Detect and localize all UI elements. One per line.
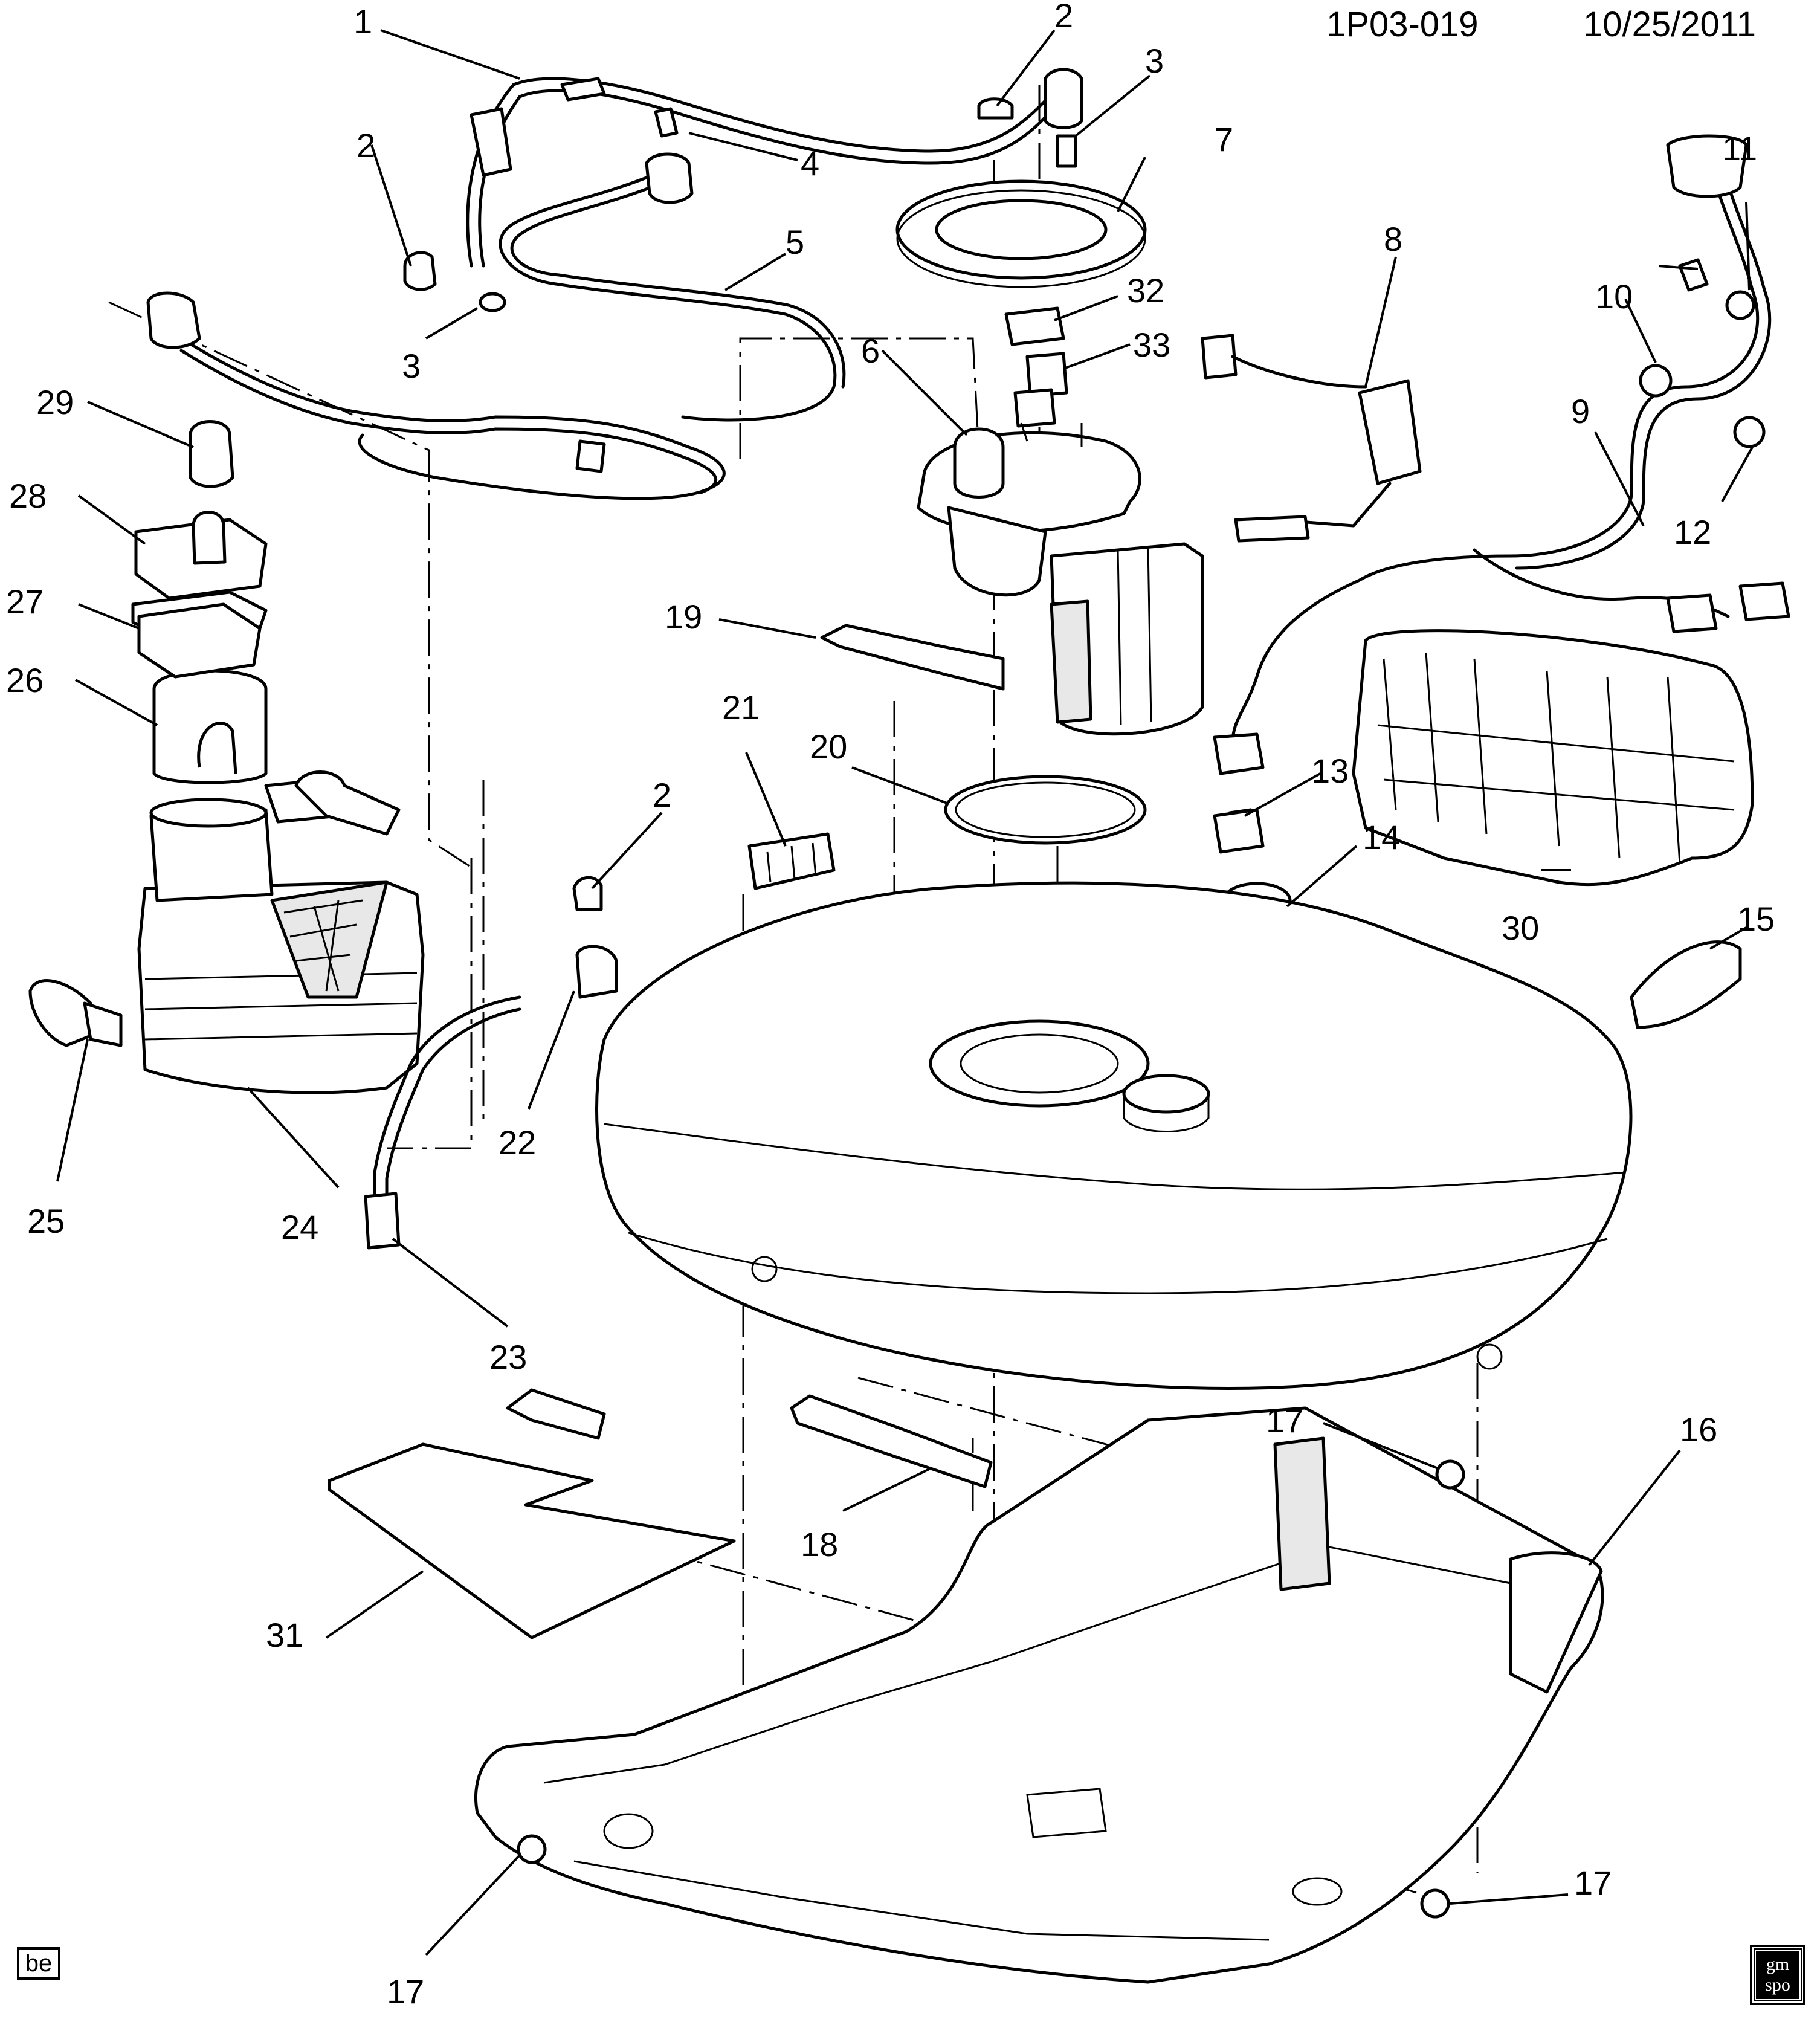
callout-26: 26: [6, 661, 44, 699]
leader-lines: [56, 29, 1754, 1956]
callout-29: 29: [36, 383, 74, 421]
callout-27: 27: [6, 583, 44, 621]
logo-line-2: spo: [1765, 1975, 1790, 1995]
callout-2-mid: 2: [653, 776, 671, 814]
callout-17-mid: 17: [1266, 1401, 1303, 1439]
vent-hose: [364, 945, 618, 1250]
callout-11: 11: [1722, 129, 1757, 167]
callout-15: 15: [1737, 900, 1775, 938]
callout-31: 31: [266, 1616, 303, 1654]
harness-clips: [1639, 258, 1766, 448]
callout-23: 23: [489, 1338, 527, 1376]
callout-24: 24: [281, 1208, 318, 1246]
callout-2-top: 2: [1054, 0, 1073, 34]
callout-3-top: 3: [1145, 42, 1164, 80]
callout-10: 10: [1595, 277, 1633, 315]
callout-25: 25: [27, 1202, 65, 1240]
vent-valve: [28, 979, 123, 1047]
callout-13: 13: [1311, 752, 1349, 790]
tank-strap-shield: [474, 1406, 1604, 1984]
drawing-id: 1P03-019: [1326, 5, 1479, 44]
callout-17-left: 17: [387, 1972, 424, 2011]
callout-9: 9: [1571, 392, 1590, 430]
callout-4: 4: [801, 144, 819, 183]
callout-6: 6: [861, 332, 880, 370]
gm-spo-logo: gm spo: [1750, 1945, 1805, 2005]
fuel-level-sender: [1201, 334, 1422, 543]
callout-1: 1: [353, 2, 372, 40]
evap-vapor-line: [146, 152, 846, 500]
callout-2-left: 2: [357, 126, 375, 164]
callout-8: 8: [1384, 220, 1402, 258]
callout-16: 16: [1680, 1410, 1717, 1449]
fuel-pump-module: [917, 422, 1204, 736]
callout-19: 19: [665, 598, 702, 636]
drawing-date: 10/25/2011: [1583, 5, 1756, 44]
callout-labels: 1 2 2 2 3 3 4 5 6 7 8 9 10 11 12 13 14 1…: [6, 0, 1775, 2011]
callout-18: 18: [801, 1525, 838, 1563]
callout-12: 12: [1674, 513, 1711, 551]
view-code-label: be: [17, 1947, 60, 1980]
callout-20: 20: [810, 728, 847, 766]
fuel-feed-line: [466, 68, 1083, 268]
callout-5: 5: [786, 223, 804, 261]
callout-28: 28: [9, 477, 47, 515]
insulator-pads: [790, 624, 1742, 1488]
nut-fasteners: [517, 1459, 1465, 1919]
line-bracket: [747, 832, 836, 890]
pump-connectors: [1004, 306, 1068, 428]
callout-7: 7: [1215, 120, 1233, 158]
callout-30: 30: [1502, 909, 1539, 947]
callout-3-left: 3: [402, 347, 421, 385]
evap-canister: [131, 420, 425, 1094]
fuel-tank: [595, 881, 1633, 1390]
heat-shield: [1352, 629, 1754, 887]
callout-22: 22: [499, 1123, 536, 1161]
logo-line-1: gm: [1766, 1954, 1790, 1974]
wiring-harness: [1213, 134, 1790, 775]
callout-17-right: 17: [1574, 1864, 1612, 1902]
pump-seal: [944, 775, 1147, 845]
lock-ring: [895, 179, 1147, 288]
callout-32: 32: [1127, 271, 1164, 309]
callout-21: 21: [722, 688, 760, 726]
callout-14: 14: [1363, 818, 1400, 856]
callout-33: 33: [1133, 326, 1170, 364]
insulator-sheet: [328, 1388, 736, 1639]
